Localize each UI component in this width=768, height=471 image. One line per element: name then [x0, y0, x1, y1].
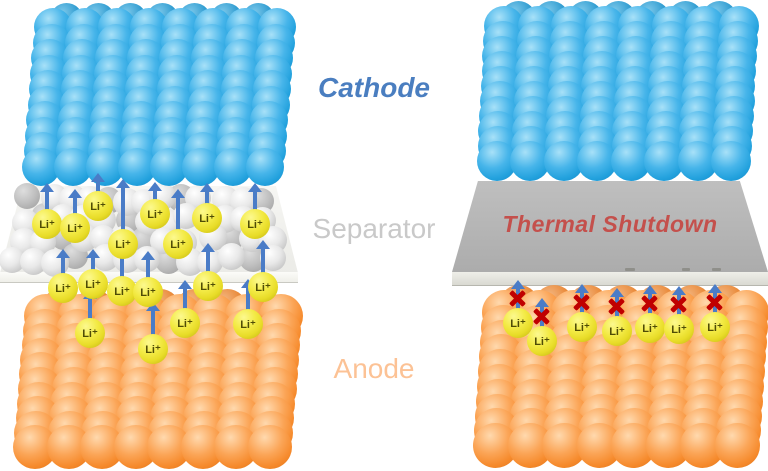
- up-arrow-icon: [146, 302, 160, 340]
- cathode-sphere: [577, 141, 618, 181]
- cathode-sphere: [246, 147, 285, 186]
- li-ion: Li⁺: [140, 199, 170, 229]
- li-ion: Li⁺: [567, 312, 597, 342]
- cathode-sphere: [150, 147, 189, 186]
- anode-sphere: [247, 425, 292, 470]
- blocked-cross-icon: [532, 307, 551, 326]
- blocked-cross-icon: [640, 294, 659, 313]
- cathode-sphere: [677, 141, 718, 181]
- li-ion: Li⁺: [527, 326, 557, 356]
- up-arrow-icon: [141, 251, 155, 283]
- blocked-cross-icon: [669, 295, 688, 314]
- li-ion: Li⁺: [635, 313, 665, 343]
- slab-tick: [712, 268, 721, 271]
- up-arrow-icon: [201, 243, 215, 277]
- li-ion: Li⁺: [108, 229, 138, 259]
- up-arrow-icon: [248, 183, 262, 215]
- up-arrow-icon: [116, 179, 130, 235]
- cathode-sphere: [711, 141, 752, 181]
- cathode-label: Cathode: [318, 72, 430, 103]
- blocked-cross-icon: [508, 289, 527, 308]
- up-arrow-icon: [178, 280, 192, 314]
- thermal-shutdown-label: Thermal Shutdown: [502, 211, 718, 237]
- li-ion: Li⁺: [133, 277, 163, 307]
- blocked-cross-icon: [607, 297, 626, 316]
- li-ion: Li⁺: [233, 309, 263, 339]
- li-ion: Li⁺: [192, 203, 222, 233]
- cathode-sphere: [22, 147, 61, 186]
- up-arrow-icon: [86, 249, 100, 275]
- blocked-cross-icon: [572, 293, 591, 312]
- up-arrow-icon: [56, 249, 70, 279]
- up-arrow-icon: [256, 240, 270, 278]
- anode-label: Anode: [333, 353, 415, 384]
- li-ion: Li⁺: [83, 191, 113, 221]
- thermal-shutdown-slab-edge: [452, 272, 768, 286]
- li-ion: Li⁺: [602, 316, 632, 346]
- li-ion: Li⁺: [248, 272, 278, 302]
- li-ion: Li⁺: [193, 271, 223, 301]
- cathode-sphere: [644, 141, 685, 181]
- li-ion: Li⁺: [75, 318, 105, 348]
- li-ion: Li⁺: [138, 334, 168, 364]
- cathode-sphere: [510, 141, 551, 181]
- separator-pore-sphere: [14, 183, 40, 209]
- li-ion: Li⁺: [163, 229, 193, 259]
- slab-tick: [682, 268, 690, 271]
- thermal-shutdown-slab: Thermal Shutdown: [452, 181, 768, 272]
- up-arrow-icon: [68, 189, 82, 219]
- up-arrow-icon: [40, 183, 54, 215]
- blocked-cross-icon: [705, 293, 724, 312]
- cathode-lattice-left: [8, 2, 308, 192]
- up-arrow-icon: [148, 182, 162, 205]
- up-arrow-icon: [171, 189, 185, 235]
- li-ion: Li⁺: [78, 269, 108, 299]
- li-ion: Li⁺: [107, 276, 137, 306]
- li-ion: Li⁺: [170, 308, 200, 338]
- li-ion: Li⁺: [48, 273, 78, 303]
- li-ion: Li⁺: [240, 209, 270, 239]
- cathode-sphere: [214, 147, 253, 186]
- cathode-sphere: [182, 147, 221, 186]
- li-ion: Li⁺: [664, 314, 694, 344]
- cathode-lattice-right: [460, 1, 768, 192]
- separator-label: Separator: [312, 213, 436, 244]
- cathode-sphere: [610, 141, 651, 181]
- cathode-sphere: [543, 141, 584, 181]
- li-ion: Li⁺: [32, 209, 62, 239]
- up-arrow-icon: [200, 183, 214, 209]
- anode-sphere: [714, 423, 760, 469]
- slab-tick: [625, 268, 635, 271]
- separator-pore-sphere: [218, 243, 245, 270]
- up-arrow-icon: [91, 173, 105, 197]
- li-ion: Li⁺: [60, 213, 90, 243]
- cathode-sphere: [476, 141, 517, 181]
- cathode-sphere: [54, 147, 93, 186]
- li-ion: Li⁺: [700, 312, 730, 342]
